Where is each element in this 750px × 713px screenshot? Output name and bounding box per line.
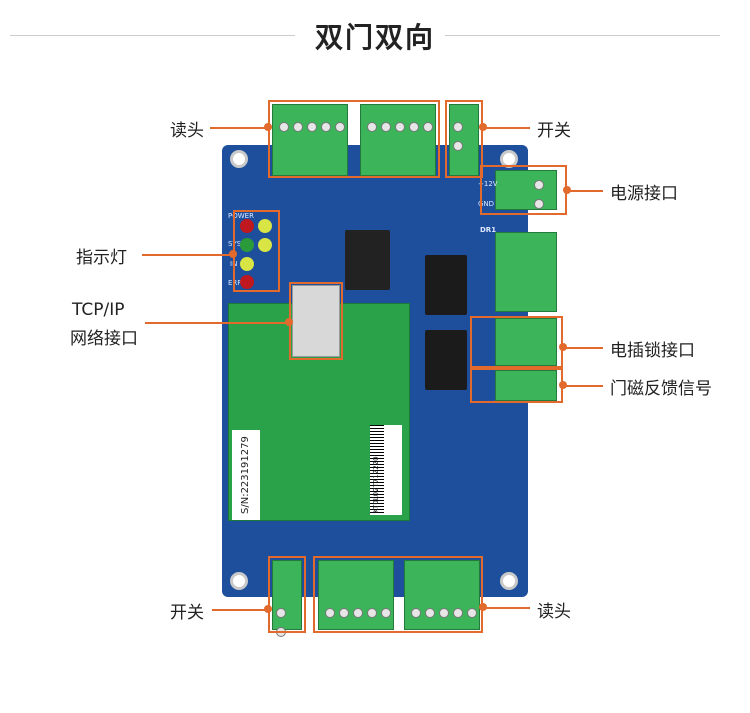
page-title: 双门双向 xyxy=(314,21,435,54)
label-power: 电源接口 xyxy=(610,184,678,204)
label-tcp-line2: 网络接口 xyxy=(70,329,138,349)
reader-terminal-top-1 xyxy=(272,104,348,176)
switch-terminal-top xyxy=(449,104,479,176)
callout-box-reader-bottom xyxy=(313,556,483,633)
callout-box-switch-bottom xyxy=(268,556,306,633)
leader-dot xyxy=(264,123,272,131)
aux-terminal xyxy=(495,232,557,312)
silk-err: ERR xyxy=(228,279,243,287)
callout-box-reader-top xyxy=(268,100,440,178)
door-sensor-terminal xyxy=(495,370,557,401)
leader-line xyxy=(563,347,603,349)
leader-line xyxy=(142,254,233,256)
leader-dot xyxy=(563,186,571,194)
led-in xyxy=(240,257,254,271)
leader-line xyxy=(483,127,530,129)
silk-power: POWER xyxy=(228,212,254,220)
led-dr2 xyxy=(258,238,272,252)
reader-terminal-bottom-1 xyxy=(318,560,394,630)
mount-hole xyxy=(230,150,248,168)
callout-box-door-sensor xyxy=(470,368,563,403)
leader-dot xyxy=(285,318,293,326)
rj45-port xyxy=(292,285,340,357)
label-switch-bottom: 开关 xyxy=(170,603,204,623)
silk-dr1: DR1 xyxy=(480,226,497,234)
leader-line xyxy=(210,127,268,129)
leader-dot xyxy=(559,343,567,351)
callout-box-power xyxy=(480,165,567,215)
led-power xyxy=(240,219,254,233)
leader-line xyxy=(563,385,603,387)
leader-dot xyxy=(559,381,567,389)
silk-12v: +12V xyxy=(478,180,498,188)
led-sys xyxy=(240,238,254,252)
relay xyxy=(425,330,467,390)
callout-box-indicator xyxy=(233,210,280,292)
label-lock: 电插锁接口 xyxy=(610,341,695,361)
callout-box-lock xyxy=(470,316,563,368)
lock-terminal xyxy=(495,318,557,366)
mount-hole xyxy=(230,572,248,590)
divider-right xyxy=(445,35,720,36)
leader-dot xyxy=(479,603,487,611)
leader-dot xyxy=(229,250,237,258)
label-door-sensor: 门磁反馈信号 xyxy=(610,379,712,399)
regulator xyxy=(345,230,390,290)
callout-box-tcp xyxy=(289,282,343,360)
mount-hole xyxy=(500,572,518,590)
relay xyxy=(425,255,467,315)
leader-line xyxy=(212,609,268,611)
label-indicator: 指示灯 xyxy=(76,248,127,268)
label-tcp-line1: TCP/IP xyxy=(72,300,125,320)
reader-terminal-bottom-2 xyxy=(404,560,480,630)
leader-line xyxy=(567,190,603,192)
divider-left xyxy=(10,35,295,36)
leader-line xyxy=(483,607,530,609)
serial-label: S/N:223191279 xyxy=(232,430,260,520)
label-reader-bottom: 读头 xyxy=(537,602,571,622)
reader-terminal-top-2 xyxy=(360,104,436,176)
label-reader-top: 读头 xyxy=(170,121,204,141)
leader-dot xyxy=(479,123,487,131)
silk-gnd: GND xyxy=(478,200,495,208)
leader-dot xyxy=(264,605,272,613)
power-terminal xyxy=(495,170,557,210)
callout-box-switch-top xyxy=(445,100,483,178)
label-switch-top: 开关 xyxy=(537,121,571,141)
led-dr1 xyxy=(258,219,272,233)
barcode-label: KT0L02T712220 xyxy=(370,425,402,515)
leader-line xyxy=(145,322,289,324)
led-err xyxy=(240,275,254,289)
